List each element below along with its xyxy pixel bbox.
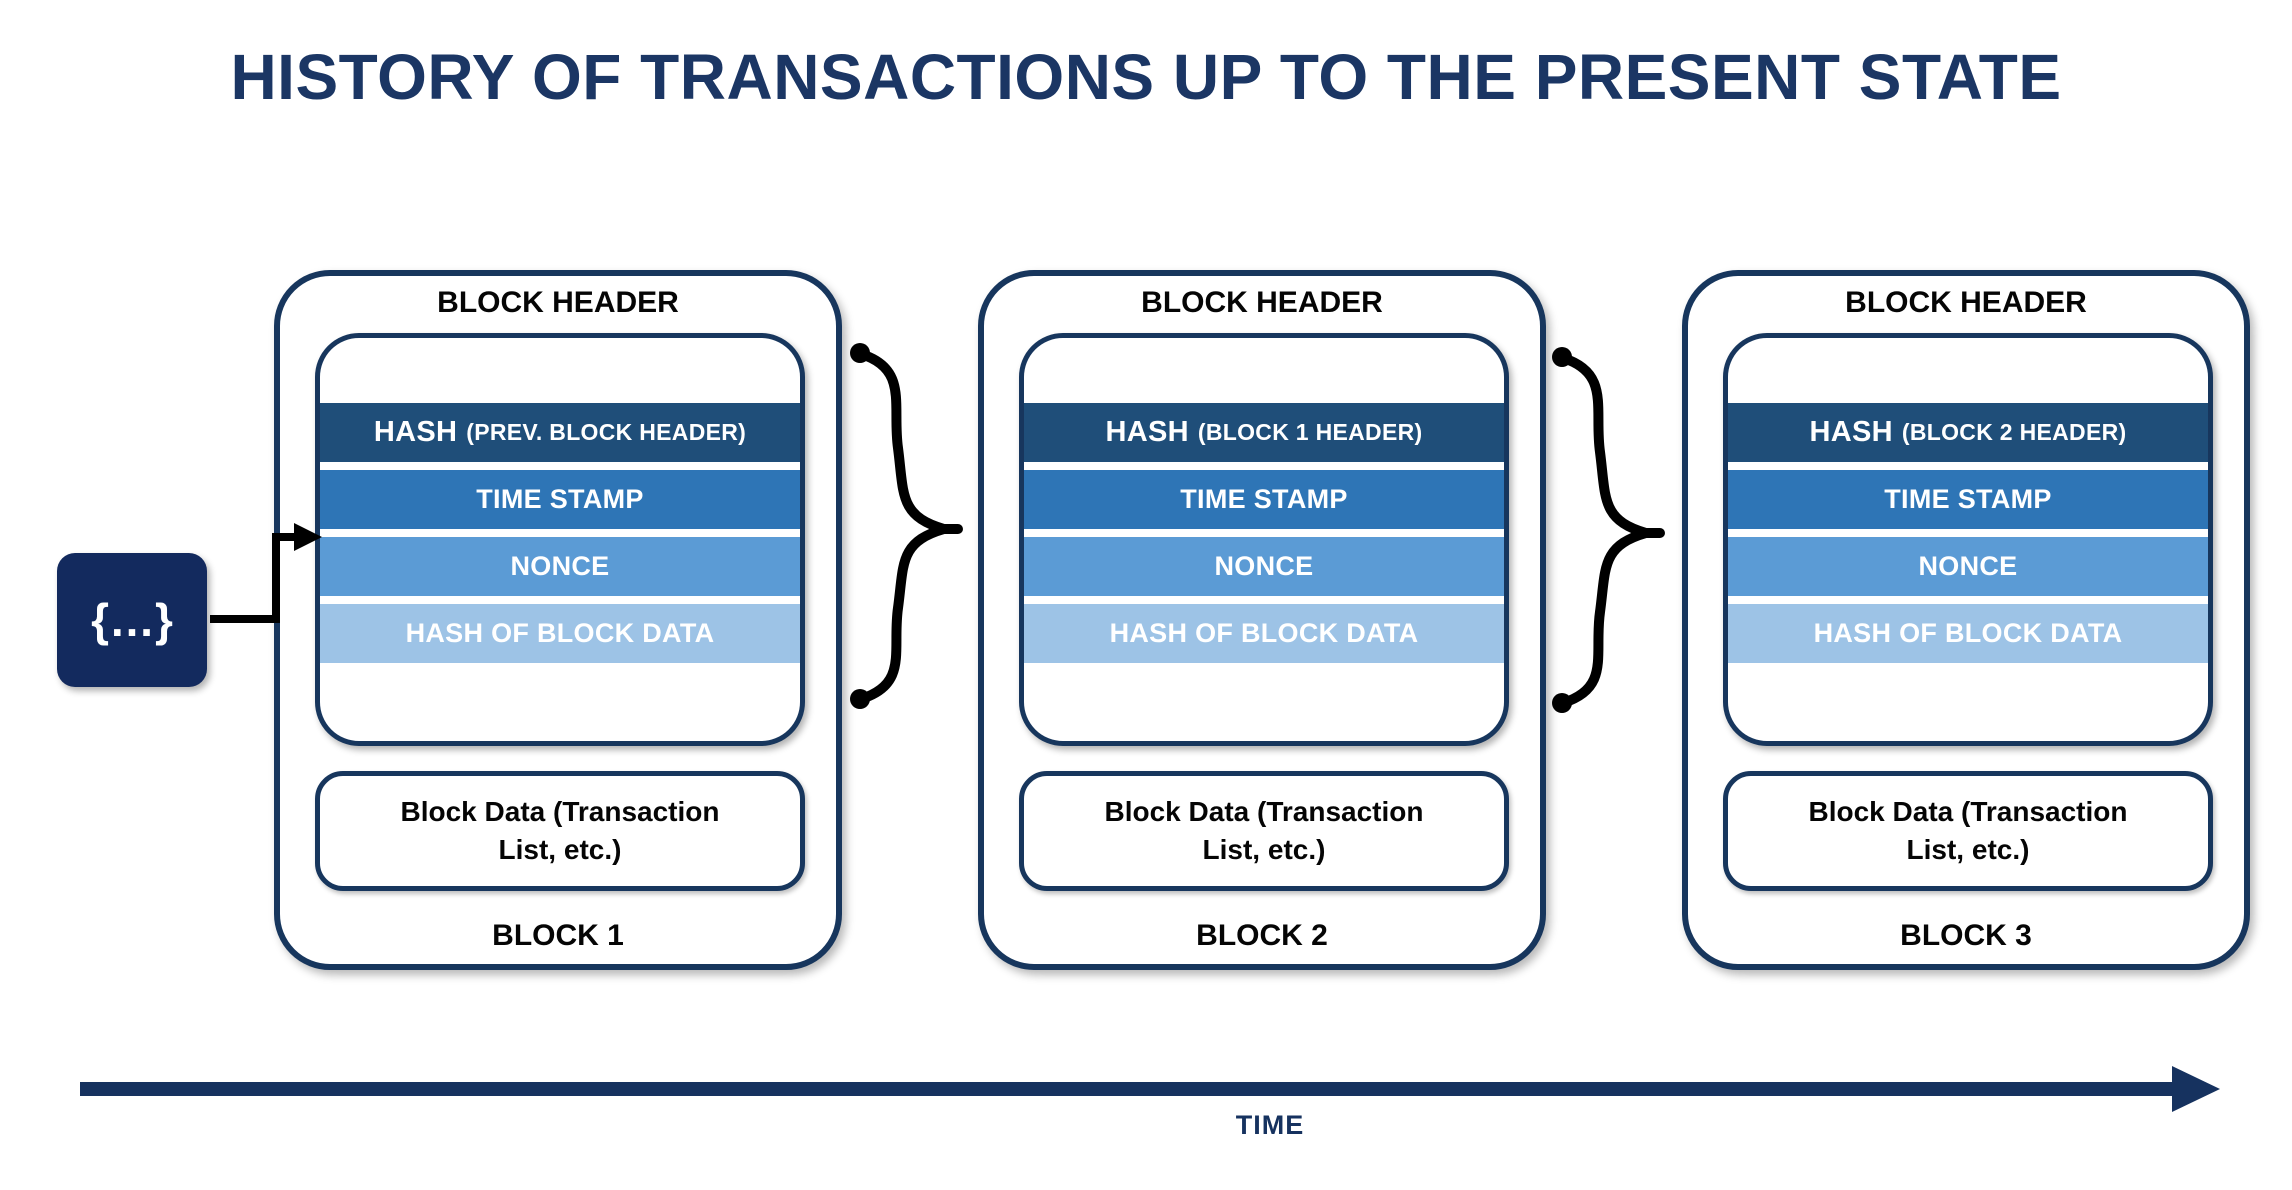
hash-prev-row: HASH (BLOCK 2 HEADER): [1728, 403, 2208, 462]
hash-label: HASH: [1809, 416, 1893, 448]
timestamp-row: TIME STAMP: [320, 470, 800, 529]
block-header-label: BLOCK HEADER: [437, 286, 679, 319]
block-data-line-1: Block Data (Transaction: [400, 796, 720, 827]
block-3-data-box: Block Data (Transaction List, etc.): [1723, 771, 2213, 891]
hash-sublabel: (BLOCK 1 HEADER): [1197, 419, 1423, 445]
hash-sublabel: (PREV. BLOCK HEADER): [466, 419, 747, 445]
braces-ellipsis-icon: {…}: [91, 594, 173, 646]
block-2-data-box: Block Data (Transaction List, etc.): [1019, 771, 1509, 891]
time-axis-arrow: [80, 1066, 2220, 1112]
nonce-row: NONCE: [320, 537, 800, 596]
hash-label: HASH: [373, 416, 458, 448]
hash-of-block-data-row: HASH OF BLOCK DATA: [320, 604, 800, 663]
hash-sublabel: (BLOCK 2 HEADER): [1901, 419, 2127, 445]
nonce-row: NONCE: [1728, 537, 2208, 596]
block-2-header-box: HASH (BLOCK 1 HEADER) TIME STAMP NONCE H…: [1019, 333, 1509, 746]
block-2-label: BLOCK 2: [1196, 919, 1328, 952]
block-data-line-1: Block Data (Transaction: [1808, 796, 2128, 827]
block-3-header-fields: HASH (BLOCK 2 HEADER) TIME STAMP NONCE H…: [1728, 403, 2208, 671]
hash-prev-row: HASH (BLOCK 1 HEADER): [1024, 403, 1504, 462]
time-axis-label: TIME: [1235, 1110, 1305, 1140]
timestamp-row: TIME STAMP: [1728, 470, 2208, 529]
block-1: BLOCK HEADER HASH (PREV. BLOCK HEADER) T…: [274, 270, 842, 970]
block-3-header-box: HASH (BLOCK 2 HEADER) TIME STAMP NONCE H…: [1723, 333, 2213, 746]
brace-block1-to-block2-icon: [850, 343, 963, 709]
block-1-header-box: HASH (PREV. BLOCK HEADER) TIME STAMP NON…: [315, 333, 805, 746]
block-1-data-box: Block Data (Transaction List, etc.): [315, 771, 805, 891]
block-header-label: BLOCK HEADER: [1845, 286, 2087, 319]
block-header-label: BLOCK HEADER: [1141, 286, 1383, 319]
block-1-header-fields: HASH (PREV. BLOCK HEADER) TIME STAMP NON…: [320, 403, 800, 671]
block-2: BLOCK HEADER HASH (BLOCK 1 HEADER) TIME …: [978, 270, 1546, 970]
hash-label: HASH: [1105, 416, 1189, 448]
block-data-line-2: List, etc.): [1202, 834, 1326, 865]
hash-prev-row: HASH (PREV. BLOCK HEADER): [320, 403, 800, 462]
block-1-label: BLOCK 1: [492, 919, 624, 952]
brace-block2-to-block3-icon: [1552, 347, 1665, 713]
block-data-line-2: List, etc.): [498, 834, 622, 865]
block-data-line-2: List, etc.): [1906, 834, 2030, 865]
block-3: BLOCK HEADER HASH (BLOCK 2 HEADER) TIME …: [1682, 270, 2250, 970]
page-title: HISTORY OF TRANSACTIONS UP TO THE PRESEN…: [230, 41, 2062, 113]
timestamp-row: TIME STAMP: [1024, 470, 1504, 529]
block-data-line-1: Block Data (Transaction: [1104, 796, 1424, 827]
nonce-row: NONCE: [1024, 537, 1504, 596]
block-3-label: BLOCK 3: [1900, 919, 2032, 952]
block-2-header-fields: HASH (BLOCK 1 HEADER) TIME STAMP NONCE H…: [1024, 403, 1504, 671]
hash-of-block-data-row: HASH OF BLOCK DATA: [1024, 604, 1504, 663]
hash-of-block-data-row: HASH OF BLOCK DATA: [1728, 604, 2208, 663]
genesis-transactions-box: {…}: [57, 553, 207, 687]
